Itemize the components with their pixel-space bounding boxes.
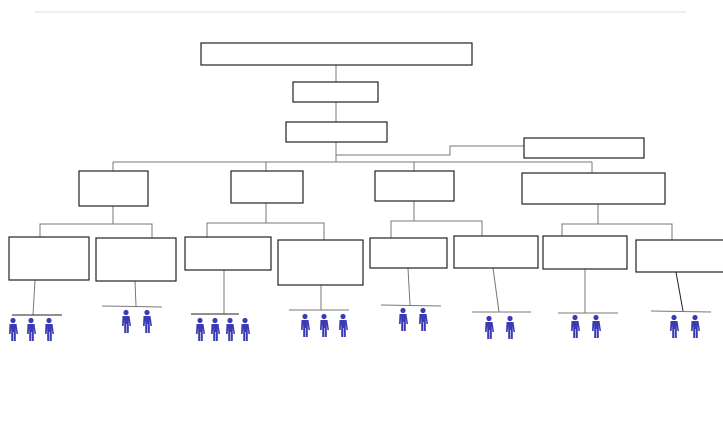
person-icon: [484, 315, 494, 339]
person-icon: [225, 317, 235, 341]
team-box: [542, 235, 628, 270]
person-icon: [592, 314, 601, 338]
level2-box: [292, 81, 379, 103]
person-icon: [506, 315, 515, 339]
manager-box: [230, 170, 304, 204]
person-icon: [210, 317, 220, 341]
person-icon: [571, 314, 580, 338]
team-people-group: [484, 315, 515, 339]
level3-box: [285, 121, 388, 143]
person-icon: [418, 307, 428, 331]
person-icon: [300, 313, 310, 337]
manager-box: [78, 170, 149, 207]
team-box: [369, 237, 448, 269]
person-icon: [319, 313, 329, 337]
team-people-group: [8, 317, 54, 341]
person-icon: [240, 317, 250, 341]
person-icon: [398, 307, 408, 331]
team-people-group: [398, 307, 428, 331]
person-icon: [27, 317, 36, 341]
person-icon: [121, 309, 131, 333]
team-box: [453, 235, 539, 269]
person-icon: [338, 313, 348, 337]
team-box: [635, 239, 723, 273]
connectors: [12, 65, 712, 316]
person-icon: [691, 314, 700, 338]
team-people-group: [195, 317, 250, 341]
team-box: [8, 236, 90, 281]
team-people-group: [121, 309, 152, 333]
person-icon: [45, 317, 54, 341]
people-groups: [8, 307, 700, 341]
side-box: [523, 137, 645, 159]
team-box: [277, 239, 364, 286]
manager-box: [521, 172, 666, 205]
person-icon: [142, 309, 152, 333]
team-people-group: [300, 313, 348, 337]
team-people-group: [571, 314, 601, 338]
team-box: [95, 237, 177, 282]
team-box: [184, 236, 272, 271]
person-icon: [670, 314, 679, 338]
manager-box: [374, 170, 455, 202]
person-icon: [195, 317, 205, 341]
team-people-group: [670, 314, 700, 338]
person-icon: [8, 317, 18, 341]
root-box: [200, 42, 473, 66]
